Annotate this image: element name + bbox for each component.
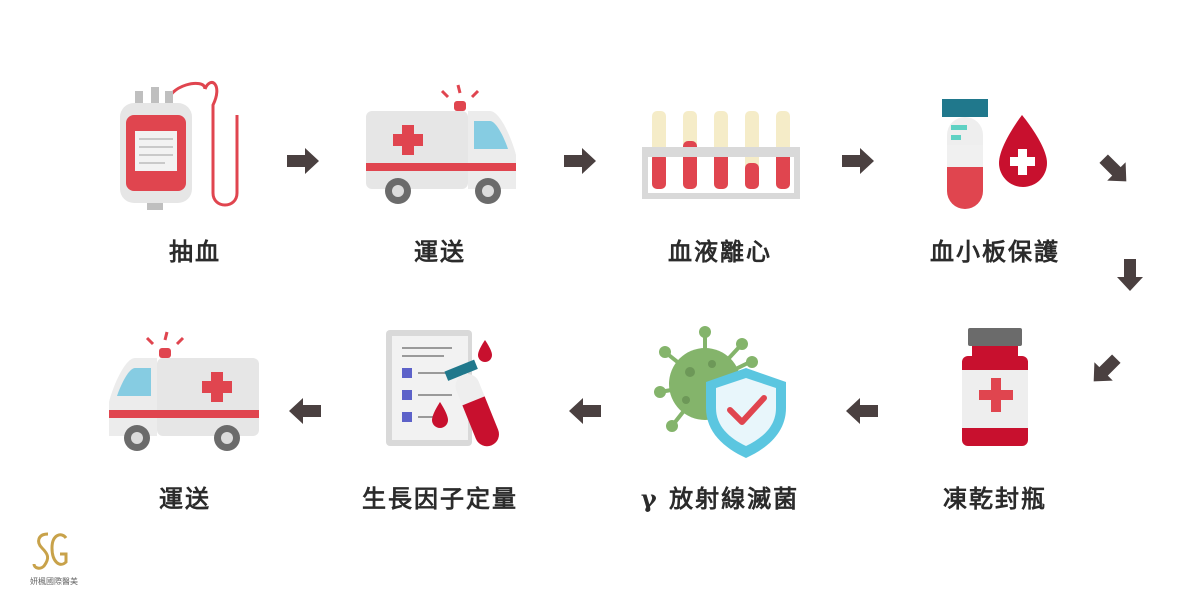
arrow-down-left-icon (1085, 350, 1125, 390)
arrow-left-icon (565, 391, 605, 431)
test-tubes-rack-icon (620, 75, 820, 215)
brand-logo: 妍楓國際醫美 (30, 528, 100, 588)
step-label: 血液離心 (668, 237, 772, 266)
arrow-left-icon (285, 391, 325, 431)
test-tube-blood-drop-icon (895, 75, 1095, 215)
step-label: 生長因子定量 (362, 484, 518, 513)
arrow-down-icon (1110, 255, 1150, 295)
step-label: 凍乾封瓶 (943, 484, 1047, 513)
arrow-right-icon (283, 141, 323, 181)
arrow-right-icon (560, 141, 600, 181)
step-label: 運送 (414, 237, 466, 266)
ambulance-icon (85, 322, 285, 462)
medicine-vial-icon (895, 322, 1095, 462)
blood-bag-icon (95, 75, 295, 215)
brand-caption: 妍楓國際醫美 (30, 577, 78, 586)
arrow-down-right-icon (1095, 150, 1135, 190)
step-label: γ 放射線滅菌 (640, 484, 800, 513)
clipboard-test-tube-icon (340, 322, 540, 462)
virus-shield-icon (620, 322, 820, 462)
step-label: 血小板保護 (930, 237, 1060, 266)
step-label: 運送 (159, 484, 211, 513)
step-label: 抽血 (169, 237, 221, 266)
ambulance-icon (340, 75, 540, 215)
arrow-left-icon (842, 391, 882, 431)
sg-logo-mark (32, 532, 68, 570)
arrow-right-icon (838, 141, 878, 181)
